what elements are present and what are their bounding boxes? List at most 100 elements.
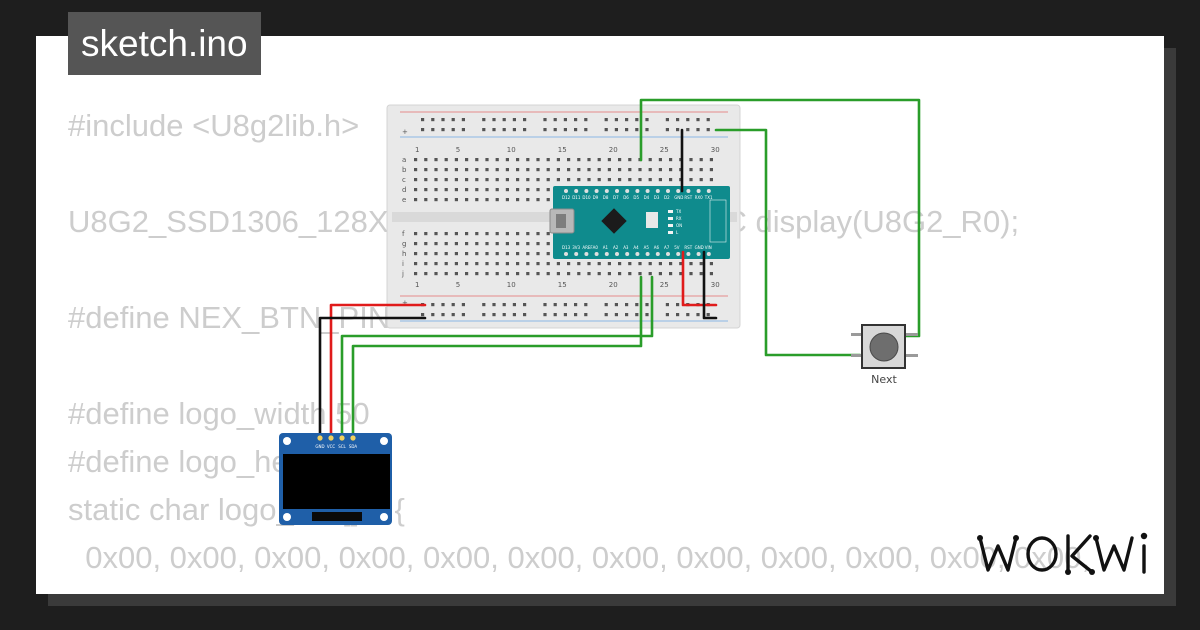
arduino-pin-label: D9 bbox=[593, 195, 599, 200]
column-number: 10 bbox=[507, 146, 516, 154]
push-button[interactable]: Next bbox=[851, 324, 918, 386]
wire-black-gnd bbox=[702, 250, 718, 320]
wokwi-logo bbox=[977, 532, 1148, 575]
row-letter: d bbox=[402, 186, 406, 194]
arduino-pin-label: VIN bbox=[705, 245, 712, 250]
wire-green-scl bbox=[340, 275, 654, 439]
row-letter: a bbox=[402, 156, 406, 164]
column-number: 20 bbox=[609, 281, 618, 289]
arduino-pin bbox=[706, 252, 711, 256]
arduino-pin bbox=[696, 189, 701, 193]
arduino-pin-label: RST bbox=[684, 245, 692, 250]
arduino-pin bbox=[666, 252, 670, 256]
arduino-pin bbox=[676, 252, 681, 256]
arduino-pin bbox=[604, 189, 609, 193]
arduino-pin bbox=[666, 189, 670, 193]
arduino-pin-label: D7 bbox=[613, 195, 619, 200]
arduino-pin bbox=[686, 189, 691, 193]
arduino-pin bbox=[574, 189, 579, 193]
oled-pin-label: SDA bbox=[349, 444, 358, 449]
arduino-pin bbox=[706, 189, 711, 193]
arduino-pin bbox=[625, 252, 630, 256]
arduino-pin bbox=[686, 252, 691, 256]
oled-pin-label: SCL bbox=[338, 444, 346, 449]
arduino-pin-label: GND bbox=[674, 195, 683, 200]
arduino-pin bbox=[635, 189, 640, 193]
arduino-pin-label: A2 bbox=[613, 245, 619, 250]
arduino-pin bbox=[594, 189, 599, 193]
code-line: #include <U8g2lib.h> bbox=[68, 108, 360, 143]
arduino-led bbox=[668, 210, 673, 213]
arduino-pin-label: 3V3 bbox=[572, 245, 580, 250]
arduino-pin-label: A3 bbox=[623, 245, 629, 250]
arduino-pin bbox=[635, 252, 640, 256]
arduino-pin-label: A1 bbox=[603, 245, 609, 250]
column-number: 30 bbox=[711, 146, 720, 154]
oled-pin-label: VCC bbox=[327, 444, 336, 449]
column-number: 30 bbox=[711, 281, 720, 289]
arduino-pin-label: D5 bbox=[633, 195, 639, 200]
arduino-pin-label: A7 bbox=[664, 245, 670, 250]
arduino-pin bbox=[655, 252, 660, 256]
arduino-pin bbox=[604, 252, 609, 256]
arduino-pin-label: RST bbox=[684, 195, 692, 200]
arduino-pin-label: D4 bbox=[644, 195, 650, 200]
column-number: 25 bbox=[660, 146, 669, 154]
arduino-pin-label: RX0 bbox=[695, 195, 704, 200]
rail-plus-label: + bbox=[402, 299, 408, 307]
column-number: 25 bbox=[660, 281, 669, 289]
arduino-led-label: TX bbox=[675, 209, 681, 214]
row-letter: b bbox=[402, 166, 407, 174]
arduino-pin-label: D13 bbox=[562, 245, 571, 250]
arduino-pin-label: TX1 bbox=[704, 195, 713, 200]
arduino-led bbox=[668, 224, 673, 227]
column-number: 1 bbox=[415, 146, 419, 154]
rail-plus-label: + bbox=[402, 128, 408, 136]
code-line: 0x00, 0x00, 0x00, 0x00, 0x00, 0x00, 0x00… bbox=[68, 540, 1090, 575]
row-letter: j bbox=[401, 270, 404, 278]
arduino-pin-label: A4 bbox=[633, 245, 639, 250]
arduino-led bbox=[668, 231, 673, 234]
wire-green-button-side bbox=[714, 128, 862, 357]
arduino-pin-label: AREF bbox=[582, 245, 593, 250]
arduino-pin bbox=[645, 252, 650, 256]
column-number: 15 bbox=[558, 146, 567, 154]
arduino-pin-label: A0 bbox=[593, 245, 599, 250]
arduino-pin-label: D6 bbox=[623, 195, 629, 200]
arduino-led-label: ON bbox=[676, 223, 682, 228]
arduino-pin-label: D3 bbox=[654, 195, 660, 200]
arduino-pin bbox=[625, 189, 630, 193]
arduino-led bbox=[668, 217, 673, 220]
arduino-pin-label: A5 bbox=[644, 245, 650, 250]
column-number: 5 bbox=[456, 146, 460, 154]
wire-black-oled-gnd bbox=[318, 316, 427, 439]
column-number: 20 bbox=[609, 146, 618, 154]
column-number: 10 bbox=[507, 281, 516, 289]
code-line: 0x00, 0x00, 0x00, 0x00, 0x00, 0x00, 0x00… bbox=[68, 582, 1090, 594]
arduino-pin-label: 5V bbox=[674, 245, 680, 250]
row-letter: c bbox=[402, 176, 406, 184]
arduino-pin bbox=[696, 252, 701, 256]
arduino-pin bbox=[645, 189, 650, 193]
sketch-title: sketch.ino bbox=[68, 12, 261, 75]
row-letter: f bbox=[402, 230, 405, 238]
arduino-pin-label: D12 bbox=[562, 195, 571, 200]
arduino-pin-label: D8 bbox=[603, 195, 609, 200]
arduino-led-label: RX bbox=[676, 216, 682, 221]
arduino-pin bbox=[584, 189, 589, 193]
arduino-pin bbox=[564, 252, 568, 256]
arduino-pin bbox=[615, 189, 619, 193]
arduino-pin bbox=[594, 252, 599, 256]
arduino-pin bbox=[676, 189, 681, 193]
column-number: 5 bbox=[456, 281, 460, 289]
